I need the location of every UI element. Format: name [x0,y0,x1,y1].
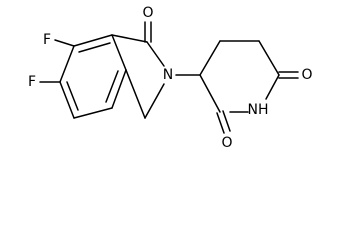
bond-ar5-inner [66,81,79,111]
bond-ar2 [111,34,127,71]
bond-ar-carbonyl [111,34,148,43]
bond-ar3 [111,69,127,109]
bond-ar4 [73,107,113,119]
bond-g6 [199,74,221,113]
bond-ch2-ar [125,69,146,119]
bond-c-f-upper [54,39,75,47]
lactam-ring [111,34,165,119]
glutarimide-ring [199,40,280,113]
atom-nh-glutarimide: NH [248,102,269,118]
chemical-structure-diagram: F F O N NH O O [28,5,313,151]
atom-f-lower: F [28,74,36,90]
bond-ar1-inner [78,42,111,53]
bond-g4 [265,74,280,100]
bond-carbonyl-n [146,41,165,67]
atom-n-isoindolinone: N [163,67,173,83]
bond-g1 [199,40,221,76]
bond-ar6 [59,45,75,83]
bond-c-o-glutarimide-left-b [222,110,231,132]
bond-n-ch2 [144,83,165,119]
atom-f-upper: F [43,32,51,48]
atom-o-isoindolinone: O [142,5,153,21]
atom-o-glutarimide-left: O [221,135,232,151]
bond-ar5 [59,81,75,119]
benzene-ring [59,34,127,119]
bond-g3 [258,40,280,76]
bond-c-o-glutarimide-left-a [216,112,225,134]
atom-o-glutarimide-right: O [301,67,312,83]
bond-ar3-inner [105,70,119,103]
bond-ar1 [73,34,113,47]
